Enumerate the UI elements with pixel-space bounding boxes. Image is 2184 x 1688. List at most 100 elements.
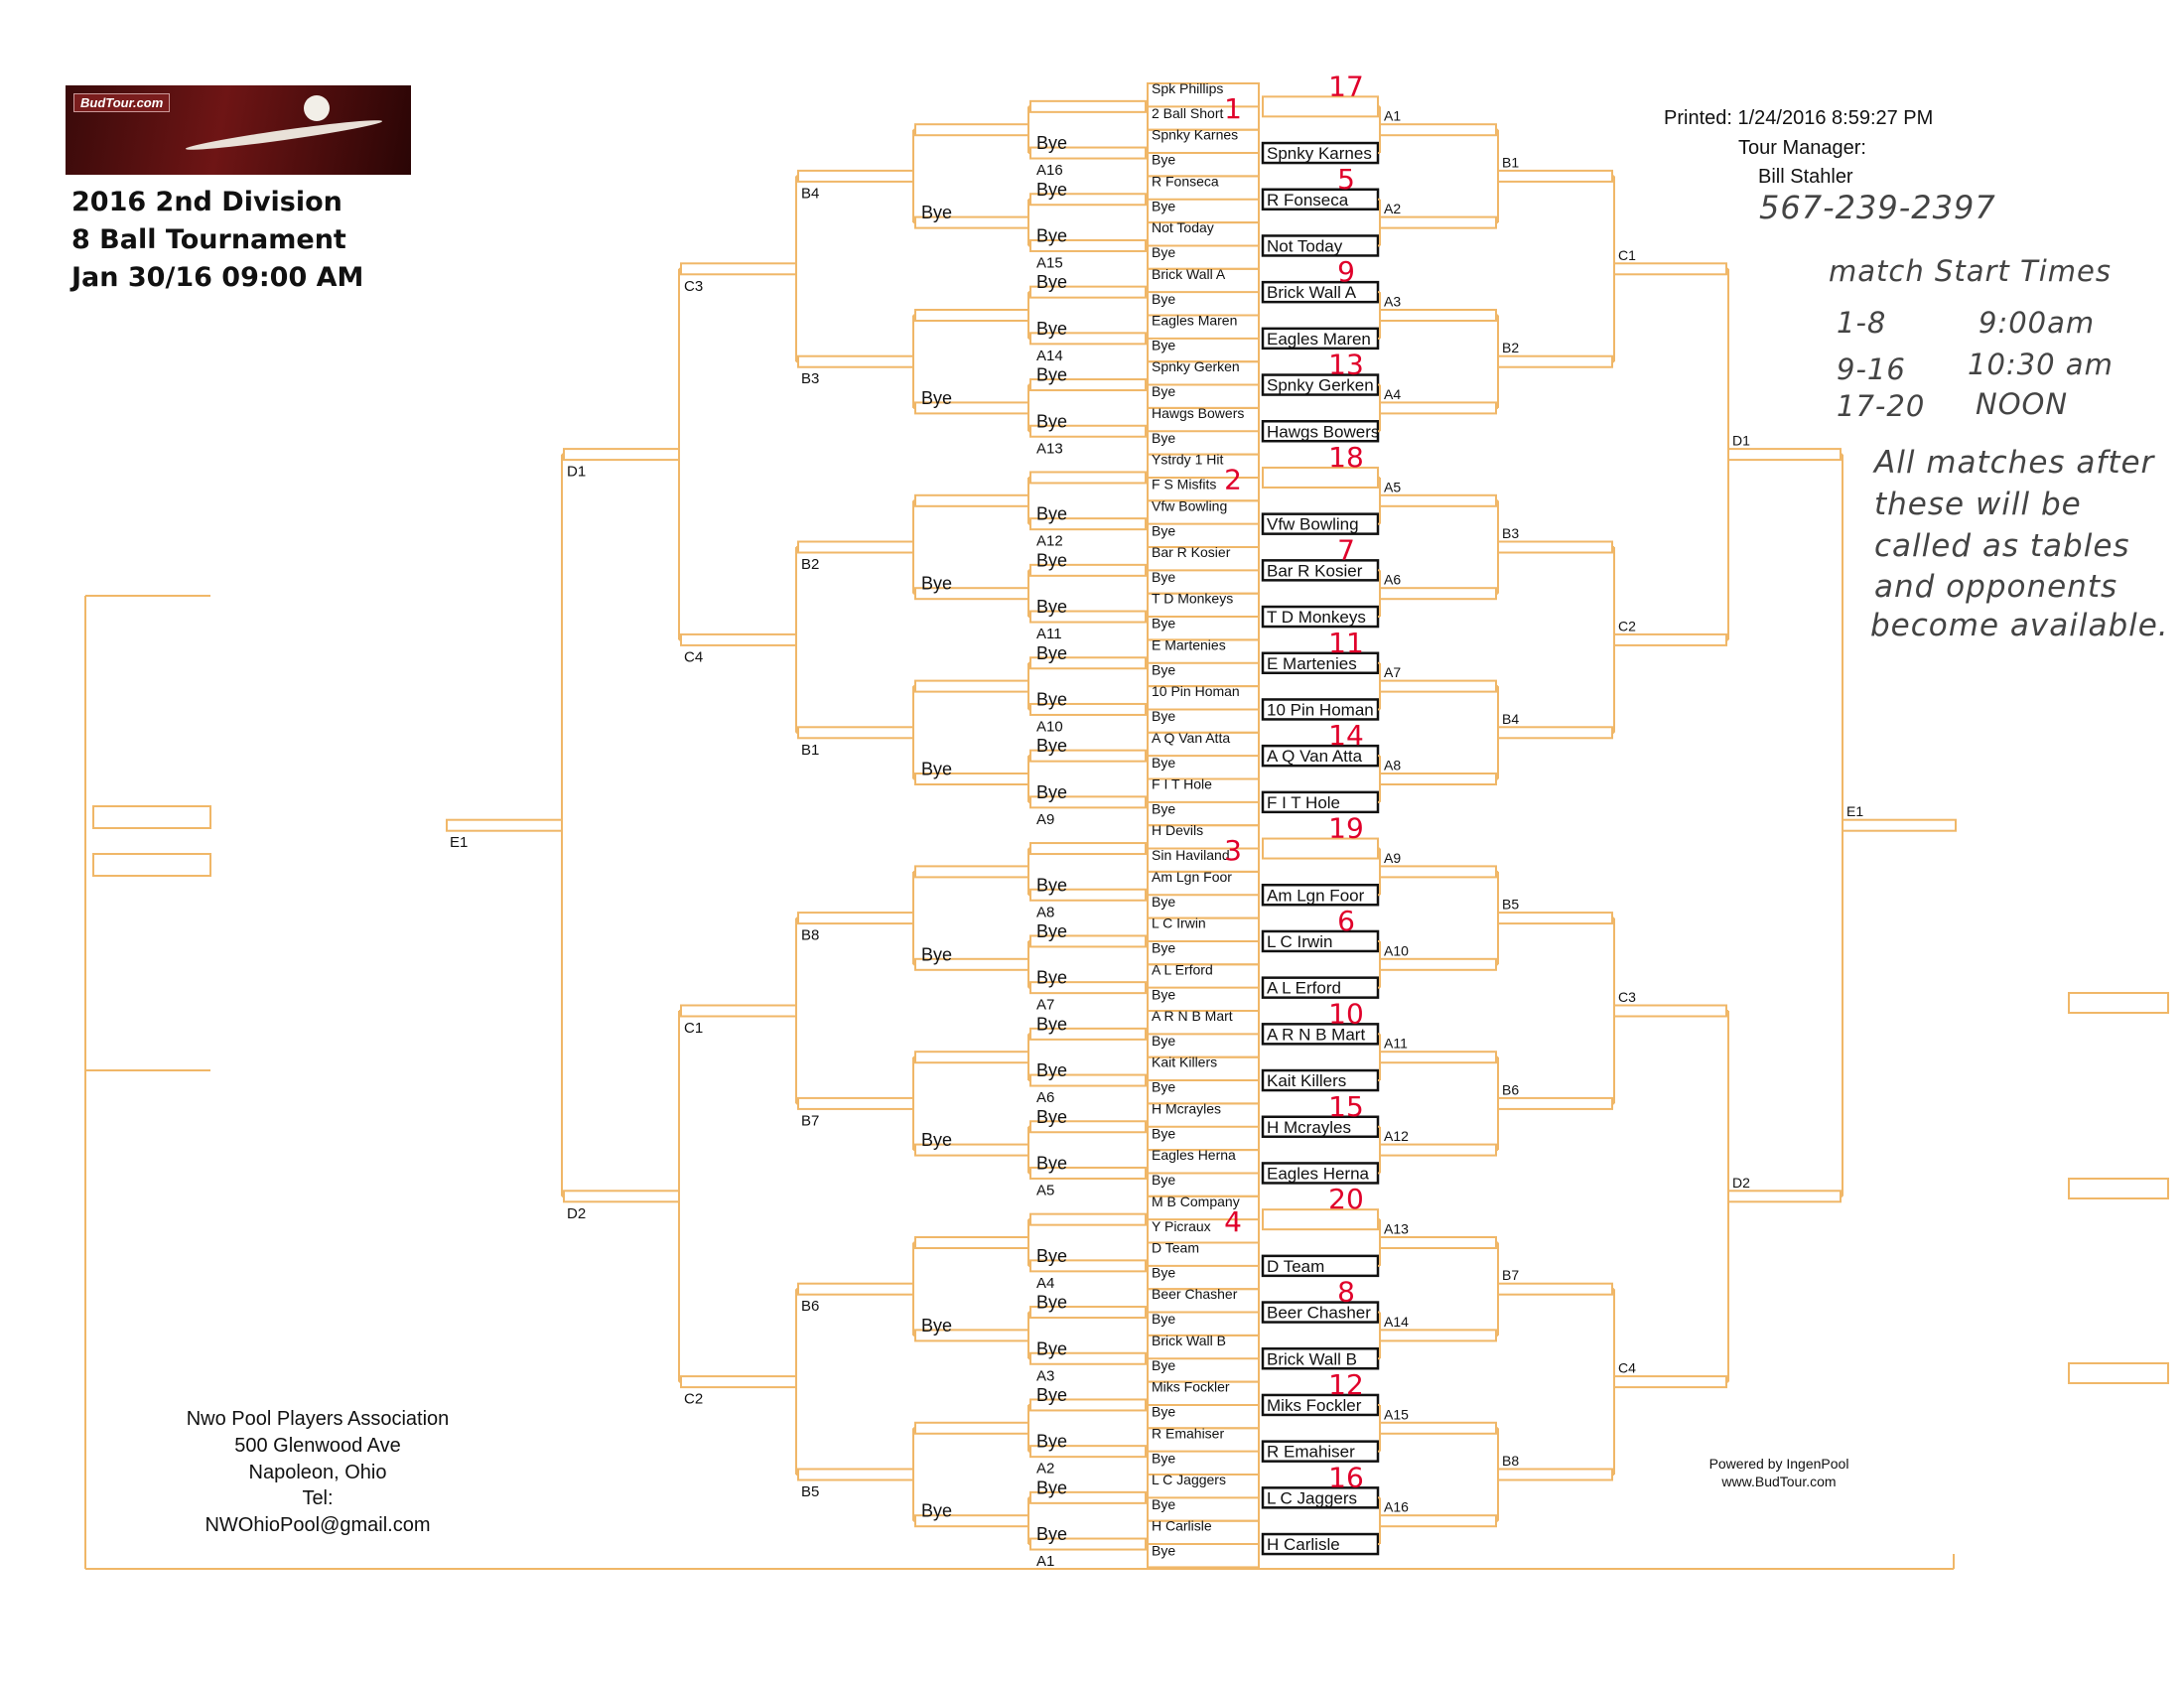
player-name: Am Lgn Foor [1152,869,1232,885]
match-label: B7 [801,1112,819,1129]
budtour-logo: BudTour.com [66,85,411,175]
player-name: 10 Pin Homan [1152,683,1240,699]
winner-slot [1380,1145,1496,1156]
final-slot [2069,1363,2168,1383]
bye-label: Bye [1036,1338,1067,1358]
bye-label: Bye [1036,365,1067,385]
start-time-3: NOON [1976,387,2068,421]
match-label: C3 [1618,989,1636,1005]
player-name: Bar R Kosier [1152,544,1231,560]
match-number-mark: 5 [1337,163,1355,196]
match-label: B3 [801,370,819,387]
bye-label: Bye [921,388,952,408]
round2-player: D Team [1267,1257,1324,1276]
round2-player: Not Today [1267,236,1343,255]
tournament-division: 2016 2nd Division [71,187,342,217]
player-name: Spk Phillips [1152,80,1223,96]
player-name: Ystrdy 1 Hit [1152,452,1223,468]
match-label: D2 [567,1205,586,1222]
player-name: Spnky Karnes [1152,127,1238,143]
loser-slot [915,1237,1028,1248]
loser-slot [798,356,913,367]
match-label: E1 [450,834,468,851]
powered-by: Powered by IngenPool [1670,1456,1888,1472]
match-label: B2 [801,556,819,573]
bye-label: Bye [1036,597,1067,617]
round2-player: A L Erford [1267,979,1341,998]
match-number-mark: 4 [1224,1205,1242,1238]
player-name: Bye [1152,383,1175,399]
round2-player: Kait Killers [1267,1071,1346,1090]
winner-slot [1380,402,1496,413]
note-line-5: become available. [1870,608,2169,643]
bye-label: Bye [1036,1107,1067,1127]
match-label: A7 [1384,664,1401,680]
player-name: Bye [1152,569,1175,585]
loser-slot [798,1470,913,1480]
player-name: H Devils [1152,822,1203,838]
manager-phone: 567-239-2397 [1759,189,1996,226]
powered-url: www.BudTour.com [1670,1474,1888,1489]
player-name: Brick Wall A [1152,266,1226,282]
final-slot [2069,993,2168,1013]
loser-slot [915,866,1028,877]
player-name: D Team [1152,1240,1199,1256]
player-name: Bye [1152,616,1175,632]
match-label: D1 [1732,433,1750,449]
player-name: L C Irwin [1152,915,1206,931]
winner-slot [1498,356,1612,367]
loser-slot [1030,843,1146,854]
player-name: R Emahiser [1152,1425,1224,1441]
player-name: Bye [1152,522,1175,538]
match-label: A8 [1036,904,1054,920]
winner-slot [1380,1330,1496,1340]
match-label: B1 [1502,154,1519,170]
match-number-mark: 10 [1328,997,1364,1030]
match-label: B5 [801,1483,819,1500]
tour-manager-name: Bill Stahler [1758,166,1853,189]
player-name: Spnky Gerken [1152,358,1240,374]
player-name: Not Today [1152,219,1214,235]
match-label: A8 [1384,758,1401,774]
winner-slot [1380,959,1496,970]
match-label: A16 [1036,162,1063,179]
player-name: Brick Wall B [1152,1333,1226,1348]
bye-label: Bye [1036,689,1067,709]
loser-slot [447,820,562,831]
player-name: A Q Van Atta [1152,730,1230,746]
winner-slot [1380,495,1496,506]
player-name: Bye [1152,198,1175,213]
player-name: Bye [1152,430,1175,446]
note-line-2: these will be [1874,487,2082,522]
bye-label: Bye [1036,736,1067,756]
match-label: A5 [1036,1182,1054,1198]
match-number-mark: 20 [1328,1183,1364,1215]
tour-manager-label: Tour Manager: [1738,137,1866,160]
player-name: Bye [1152,940,1175,956]
bye-label: Bye [1036,319,1067,339]
logo-text: BudTour.com [73,93,170,112]
player-name: H Mcrayles [1152,1100,1221,1116]
bye-label: Bye [1036,1014,1067,1034]
player-name: Bye [1152,708,1175,724]
round2-player: Hawgs Bowers [1267,422,1379,441]
loser-slot [798,542,913,553]
player-name: Bye [1152,152,1175,168]
player-name: Bye [1152,801,1175,817]
bye-label: Bye [1036,133,1067,153]
match-label: A3 [1036,1367,1054,1384]
player-name: 2 Ball Short [1152,105,1223,121]
winner-slot [1498,171,1612,182]
org-city: Napoleon, Ohio [139,1462,496,1484]
loser-slot [681,1376,796,1387]
match-label: A7 [1036,997,1054,1014]
winner-slot [1614,1006,1726,1017]
match-label: B7 [1502,1267,1519,1283]
player-name: Eagles Maren [1152,313,1237,329]
match-number-mark: 3 [1224,834,1242,867]
loser-slot [681,1006,796,1017]
note-line-4: and opponents [1874,569,2117,605]
bye-label: Bye [921,1316,952,1336]
round2-player: L C Irwin [1267,932,1332,951]
loser-slot [798,727,913,738]
